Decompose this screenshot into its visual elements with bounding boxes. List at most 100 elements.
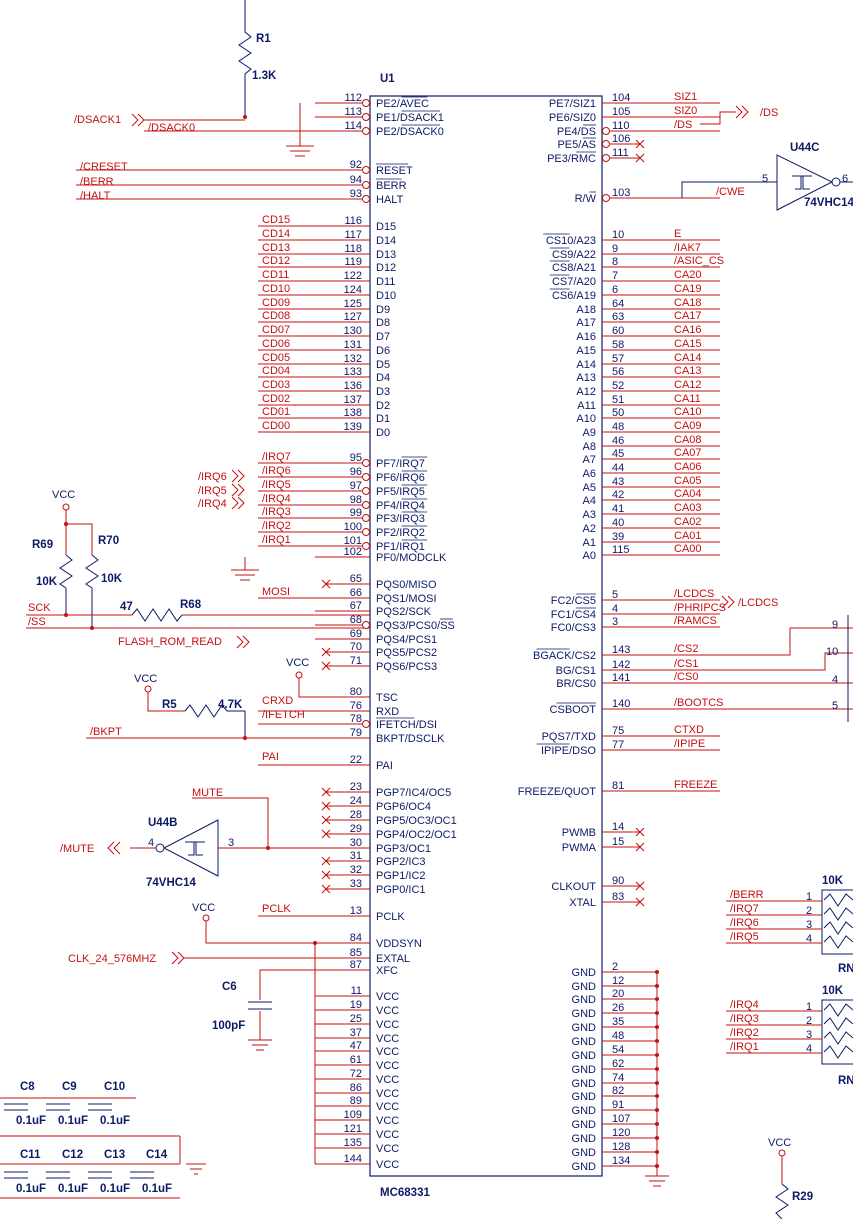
pin-name-right: A12 <box>576 386 596 398</box>
net-label-left: PCLK <box>262 903 291 915</box>
pin-number-left: 131 <box>344 339 362 351</box>
pin-name-right: CS10/A23 <box>546 235 596 247</box>
net-label-left: /IRQ5 <box>262 479 291 491</box>
pin-number-left: 85 <box>350 947 362 959</box>
pin-name-left: VDDSYN <box>376 938 422 950</box>
no-connect-mark <box>321 870 331 880</box>
pin-name-right: PE7/SIZ1 <box>549 98 596 110</box>
pin-name-right: XTAL <box>569 897 596 909</box>
pin-number-left: 87 <box>350 959 362 971</box>
junction-dot <box>655 1108 659 1112</box>
pin-number-left: 109 <box>344 1109 362 1121</box>
pin-name-right: PWMB <box>562 827 596 839</box>
pin-number-right: 142 <box>612 659 630 671</box>
pin-name-left: PE1/DSACK1 <box>376 112 444 124</box>
pin-name-left: PCLK <box>376 911 405 923</box>
pin-number-left: 68 <box>350 614 362 626</box>
svg-text:10: 10 <box>826 646 838 658</box>
pin-name-right: A2 <box>583 523 596 535</box>
pin-number-right: 46 <box>612 435 624 447</box>
pin-name-left: D2 <box>376 400 390 412</box>
rn-a-net-0: /BERR <box>730 889 764 901</box>
svg-text:4: 4 <box>806 933 812 945</box>
pin-name-right: BG/CS1 <box>556 665 596 677</box>
pin-name-left: PF4/IRQ4 <box>376 500 425 512</box>
pin-number-left: 89 <box>350 1095 362 1107</box>
pin-name-left: VCC <box>376 1060 399 1072</box>
rn-a-net-2: /IRQ6 <box>730 917 759 929</box>
irq6-ext: /IRQ6 <box>198 471 227 483</box>
net-label-right: CA07 <box>674 447 702 459</box>
mute-net-label: MUTE <box>192 787 223 799</box>
pin-name-right: PE6/SIZ0 <box>549 112 596 124</box>
mc68331-body <box>369 95 603 1177</box>
r29-label: R29 <box>792 1191 813 1203</box>
pin-number-right: 82 <box>612 1085 624 1097</box>
vcc-r5: VCC <box>134 673 157 685</box>
rn-b-net-0: /IRQ4 <box>730 999 759 1011</box>
cap-c14-value: 0.1uF <box>142 1183 172 1195</box>
pin-name-right: A8 <box>583 441 596 453</box>
pin-number-right: 115 <box>612 544 630 556</box>
pin-name-left: PQS2/SCK <box>376 606 432 618</box>
pin-number-right: 48 <box>612 421 624 433</box>
cap-c12-value: 0.1uF <box>58 1183 88 1195</box>
pin-name-left: PGP3/OC1 <box>376 843 431 855</box>
svg-text:1: 1 <box>806 1001 812 1013</box>
pin-number-left: 30 <box>350 837 362 849</box>
pin-name-right: A15 <box>576 345 596 357</box>
pin-number-left: 92 <box>350 159 362 171</box>
pin-name-right: A18 <box>576 304 596 316</box>
r5-value: 4.7K <box>218 699 243 711</box>
net-label-left: CD04 <box>262 365 290 377</box>
net-label-left: CD08 <box>262 310 290 322</box>
pin-number-left: 65 <box>350 573 362 585</box>
pin-number-left: 125 <box>344 298 362 310</box>
net-label-right: CA17 <box>674 310 702 322</box>
net-label-right: CA16 <box>674 324 702 336</box>
pin-name-right: A5 <box>583 482 596 494</box>
r70-value: 10K <box>101 573 123 585</box>
pin-number-right: 48 <box>612 1030 624 1042</box>
pin-number-left: 37 <box>350 1027 362 1039</box>
pin-name-right: FREEZE/QUOT <box>518 786 597 798</box>
net-label-right: SIZ0 <box>674 105 697 117</box>
net-label-left: CD03 <box>262 379 290 391</box>
pin-number-right: 44 <box>612 462 624 474</box>
pin-number-left: 47 <box>350 1040 362 1052</box>
net-label-right: CA20 <box>674 269 702 281</box>
svg-text:4: 4 <box>148 837 154 849</box>
net-label-right: CA14 <box>674 352 702 364</box>
pin-name-left: PGP4/OC2/OC1 <box>376 829 457 841</box>
pin-name-right: GND <box>572 994 597 1006</box>
junction-dot <box>655 1150 659 1154</box>
pin-name-left: D3 <box>376 386 390 398</box>
pin-number-right: 62 <box>612 1058 624 1070</box>
r68-label: R68 <box>180 599 202 611</box>
no-connect-mark <box>321 579 331 589</box>
pin-name-left: PGP1/IC2 <box>376 870 426 882</box>
net-label-right: /RAMCS <box>674 615 717 627</box>
pin-number-left: 13 <box>350 905 362 917</box>
pin-number-left: 61 <box>350 1054 362 1066</box>
pin-name-right: GND <box>572 967 597 979</box>
net-label-right: /PHRIPCS <box>674 602 726 614</box>
pin-number-right: 107 <box>612 1113 630 1125</box>
junction-dot <box>655 1053 659 1057</box>
pin-name-right: BGACK/CS2 <box>533 650 596 662</box>
no-connect-mark <box>321 787 331 797</box>
net-label-left: CD10 <box>262 283 290 295</box>
pin-name-left: PF2/IRQ2 <box>376 527 425 539</box>
pin-number-left: 11 <box>351 985 362 997</box>
c6-value: 100pF <box>212 1020 245 1032</box>
no-connect-mark <box>635 881 645 891</box>
pin-invert-bubble <box>362 542 370 550</box>
pin-number-right: 14 <box>612 821 624 833</box>
pin-number-right: 26 <box>612 1002 624 1014</box>
pin-name-left: D6 <box>376 345 390 357</box>
pin-name-left: PF3/IRQ3 <box>376 513 425 525</box>
net-label-right: /BOOTCS <box>674 697 724 709</box>
pin-name-left: PF6/IRQ6 <box>376 472 425 484</box>
pin-number-right: 57 <box>612 353 624 365</box>
